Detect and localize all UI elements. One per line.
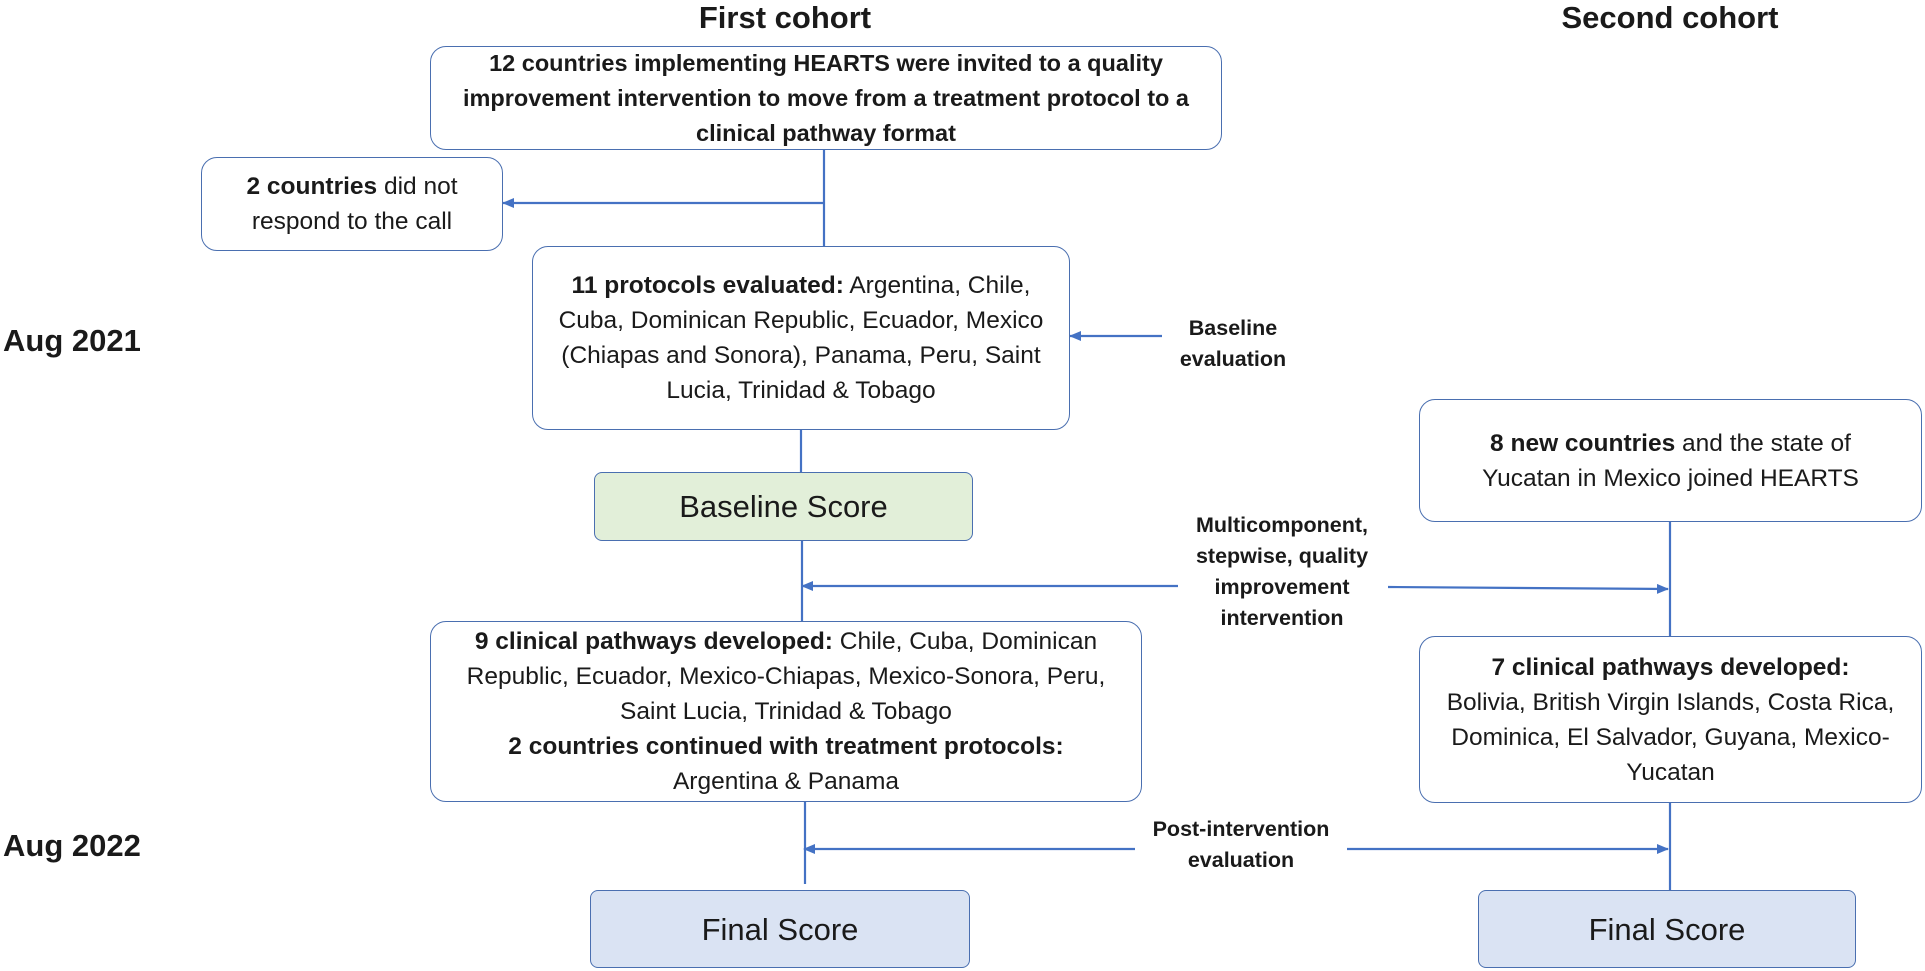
no-response-text: 2 countries did not respond to the call	[246, 173, 458, 235]
date-aug-2022: Aug 2022	[3, 828, 141, 863]
post-intervention-evaluation-label: Post-intervention evaluation	[1152, 817, 1330, 872]
invited-countries-box: 12 countries implementing HEARTS were in…	[430, 46, 1222, 150]
first-cohort-header: First cohort	[698, 0, 872, 35]
new-countries-text: 8 new countries and the state of Yucatan…	[1482, 429, 1859, 492]
protocols-evaluated-text: 11 protocols evaluated: Argentina, Chile…	[558, 272, 1044, 404]
final-score-box-second: Final Score	[1478, 890, 1856, 968]
first-pathways-text: 9 clinical pathways developed: Chile, Cu…	[466, 628, 1106, 725]
arrow-intervention-right	[1387, 583, 1669, 594]
continued-protocols-countries: Argentina & Panama	[672, 768, 900, 795]
new-countries-box: 8 new countries and the state of Yucatan…	[1419, 399, 1922, 522]
second-pathways-countries: Bolivia, British Virgin Islands, Costa R…	[1446, 688, 1895, 786]
second-cohort-header: Second cohort	[1561, 0, 1779, 35]
second-cohort-pathways-box: 7 clinical pathways developed: Bolivia, …	[1419, 636, 1922, 803]
continued-protocols-label: 2 countries continued with treatment pro…	[508, 733, 1064, 760]
date-aug-2021: Aug 2021	[3, 323, 141, 358]
no-response-box: 2 countries did not respond to the call	[201, 157, 503, 251]
final-score-box-first: Final Score	[590, 890, 970, 968]
baseline-score-text: Baseline Score	[679, 489, 888, 524]
intervention-label: Multicomponent, stepwise, quality improv…	[1195, 513, 1369, 630]
protocols-evaluated-box: 11 protocols evaluated: Argentina, Chile…	[532, 246, 1070, 430]
final-score-text-first: Final Score	[701, 911, 859, 947]
second-pathways-label: 7 clinical pathways developed:	[1491, 653, 1850, 681]
baseline-evaluation-label: Baseline evaluation	[1179, 316, 1287, 371]
invited-countries-text: 12 countries implementing HEARTS were in…	[463, 49, 1189, 146]
baseline-score-box: Baseline Score	[594, 472, 973, 541]
final-score-text-second: Final Score	[1588, 911, 1746, 947]
first-cohort-pathways-box: 9 clinical pathways developed: Chile, Cu…	[430, 621, 1142, 802]
